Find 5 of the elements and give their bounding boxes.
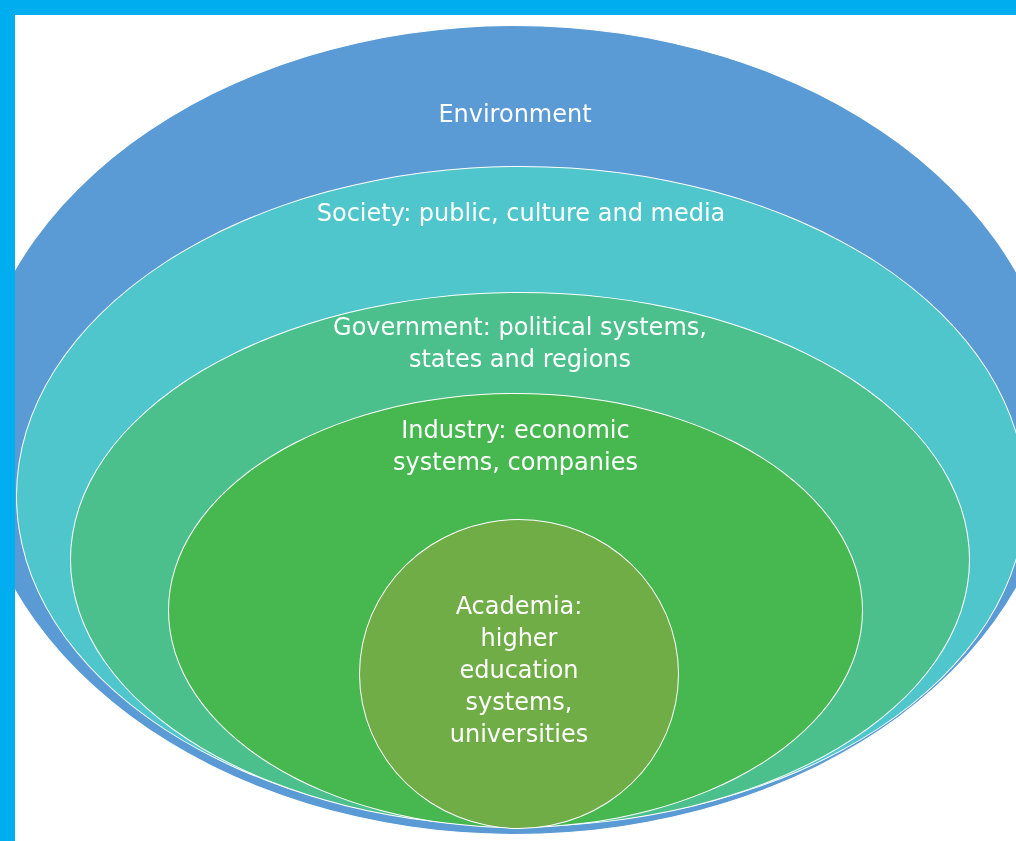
ellipse-label: Academia: higher education systems, universities bbox=[448, 591, 590, 750]
ellipse-label: Environment bbox=[437, 99, 593, 130]
ellipse-label: Government: political systems, states and regions bbox=[332, 312, 708, 375]
ellipse-label: Industry: economic systems, companies bbox=[392, 415, 639, 478]
ellipse-label: Society: public, culture and media bbox=[315, 198, 727, 229]
